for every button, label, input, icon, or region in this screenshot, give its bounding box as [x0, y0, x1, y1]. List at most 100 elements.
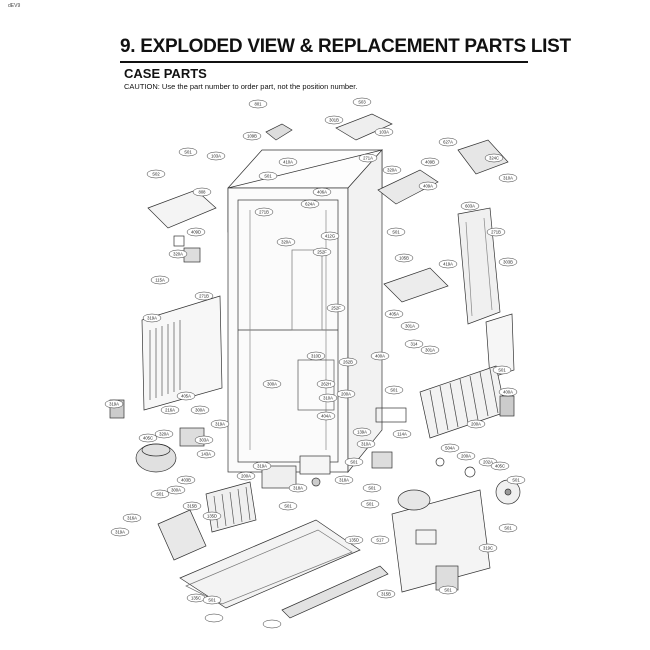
- page-tag: dEV9: [8, 3, 21, 9]
- callout-label: 603A: [465, 204, 475, 209]
- callout-label: 319C: [483, 546, 493, 551]
- callout-label: 135D: [349, 538, 359, 543]
- top-right-assembly: [377, 139, 509, 303]
- callout-label: 202A: [483, 460, 493, 465]
- callout-label: 801: [255, 102, 263, 107]
- callout-label: 318A: [293, 486, 303, 491]
- callout-label: 252F: [331, 306, 341, 311]
- callout-label: S01: [444, 588, 452, 593]
- callout-label: 135D: [207, 514, 217, 519]
- machine-cover: [391, 489, 491, 593]
- callout-label: 310A: [361, 442, 371, 447]
- page-title: 9. EXPLODED VIEW & REPLACEMENT PARTS LIS…: [120, 36, 571, 57]
- callout-label: 271A: [363, 156, 373, 161]
- callout-label: S01: [208, 598, 216, 603]
- callout-label: 310A: [323, 396, 333, 401]
- callout-label: 319A: [115, 530, 125, 535]
- callout-label: 319A: [147, 316, 157, 321]
- callout-label: 262H: [321, 382, 331, 387]
- callout-label: 314: [411, 342, 419, 347]
- callout-label: 316A: [127, 516, 137, 521]
- callout-label: S01: [390, 388, 398, 393]
- callout-label: 310D: [311, 354, 321, 359]
- callout-label: 303B: [503, 260, 513, 265]
- callout-label: 504A: [445, 446, 455, 451]
- callout-label: 400A: [503, 390, 513, 395]
- callout-label: 315B: [187, 504, 197, 509]
- callout-label: 300A: [171, 488, 181, 493]
- callout-label: S01: [284, 504, 292, 509]
- callout-label: 300A: [267, 382, 277, 387]
- callout-label: 320A: [159, 432, 169, 437]
- callout-label: 303A: [199, 438, 209, 443]
- callout-label: 320A: [387, 168, 397, 173]
- callout-label: S01: [392, 230, 400, 235]
- callout-label: 624A: [305, 202, 315, 207]
- callout-label: 103A: [211, 154, 221, 159]
- callout-label: S01: [264, 174, 272, 179]
- callout-label: 200A: [341, 392, 351, 397]
- callout-label: 403B: [181, 478, 191, 483]
- callout-label: 320A: [173, 252, 183, 257]
- callout-label: 409B: [425, 160, 435, 165]
- callout-label: 319A: [215, 422, 225, 427]
- callout-label: 400A: [375, 354, 385, 359]
- callout-label: S02: [152, 172, 160, 177]
- callout-label: 103A: [379, 130, 389, 135]
- callout-label: S01: [368, 486, 376, 491]
- callout-label: S03: [358, 100, 366, 105]
- condenser: [205, 481, 257, 533]
- callout-label: 115A: [155, 278, 165, 283]
- left-side-panel: [109, 295, 223, 419]
- callout-group: 801 S03 109B 301B 103A S01 103A 271A 627A 324C S02…: [104, 97, 526, 629]
- callout-label: 139A: [357, 430, 367, 435]
- callout-label: 301B: [329, 118, 339, 123]
- evaporator-coil: [419, 365, 515, 439]
- callout-label: 808: [199, 190, 207, 195]
- callout-label: 271B: [491, 230, 501, 235]
- front-kick-rail: [281, 565, 389, 619]
- callout-label: 105B: [399, 256, 409, 261]
- top-cover: [265, 113, 393, 141]
- callout-label: 627A: [443, 140, 453, 145]
- callout-label: 324C: [489, 156, 499, 161]
- section-heading: CASE PARTS: [124, 66, 207, 81]
- cabinet-body: [227, 149, 384, 473]
- callout-label: S01: [512, 478, 520, 483]
- callout-label: 412G: [325, 234, 335, 239]
- base-plate: [157, 509, 361, 609]
- callout-label: 109B: [247, 134, 257, 139]
- callout-label: 409A: [423, 184, 433, 189]
- callout-label: 300A: [195, 408, 205, 413]
- callout-label: 252F: [317, 250, 327, 255]
- callout-label: 319A: [109, 402, 119, 407]
- callout-label: 315B: [381, 592, 391, 597]
- callout-label: S01: [504, 526, 512, 531]
- callout-label: 419A: [443, 262, 453, 267]
- callout-label: 143A: [201, 452, 211, 457]
- callout-label: 271B: [199, 294, 209, 299]
- callout-label: 200A: [461, 454, 471, 459]
- callout-label: S17: [376, 538, 384, 543]
- callout-label: 216A: [165, 408, 175, 413]
- callout-label: 200A: [241, 474, 251, 479]
- callout-label: 405A: [181, 394, 191, 399]
- callout-label: 405A: [389, 312, 399, 317]
- callout-label: 114A: [397, 432, 407, 437]
- evaporator-cover: [457, 207, 515, 379]
- callout-label: 271B: [259, 210, 269, 215]
- callout-label: 135C: [191, 596, 201, 601]
- callout-label: 310A: [503, 176, 513, 181]
- caution-note: CAUTION: Use the part number to order pa…: [124, 82, 358, 91]
- fan-assembly: [299, 451, 521, 511]
- title-underline: [120, 61, 528, 63]
- callout-label: 404A: [321, 414, 331, 419]
- callout-label: 405C: [143, 436, 153, 441]
- callout-label: S01: [366, 502, 374, 507]
- callout-label: 409D: [191, 230, 201, 235]
- callout-label: 301A: [405, 324, 415, 329]
- top-left-panel: [147, 189, 217, 263]
- callout-label: 318A: [339, 478, 349, 483]
- callout-label: 405C: [495, 464, 505, 469]
